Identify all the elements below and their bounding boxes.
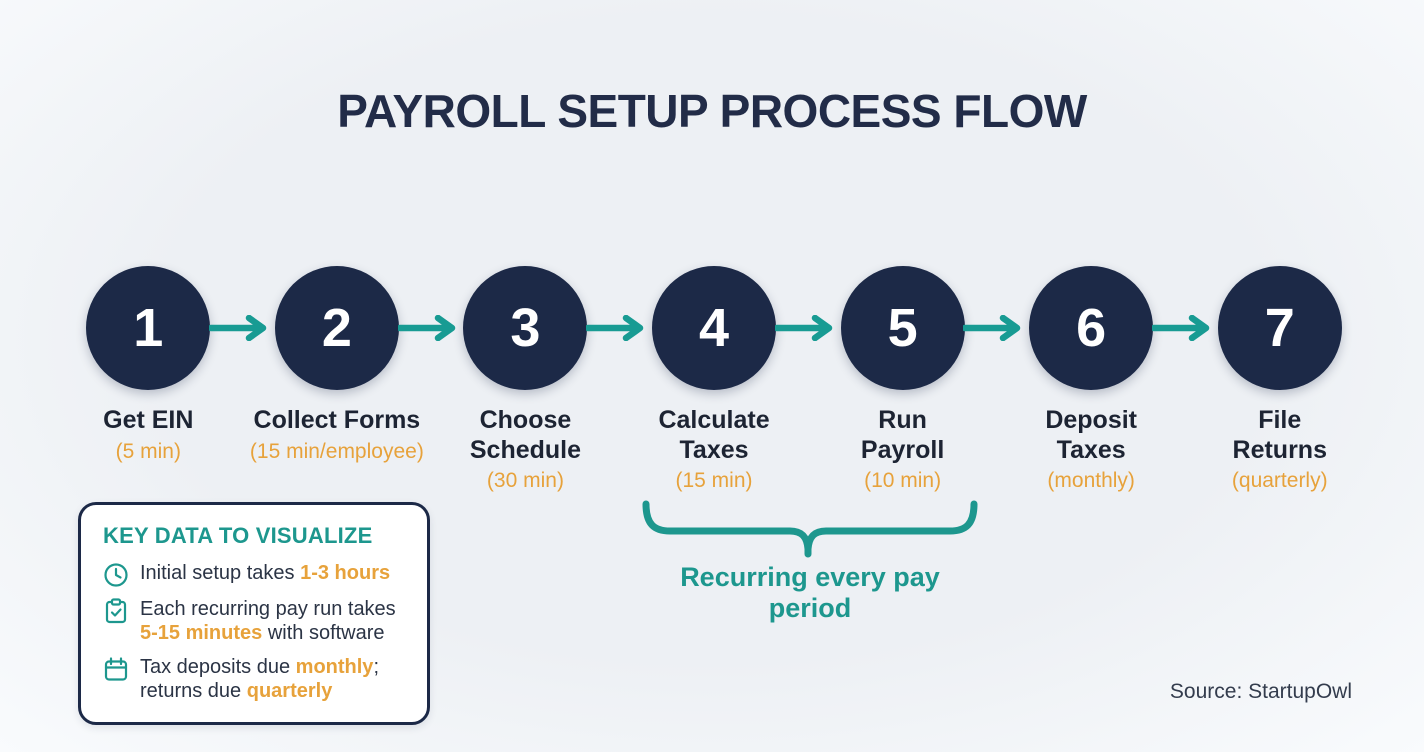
calendar-icon: [104, 657, 128, 681]
step-3: 3 Choose Schedule (30 min): [431, 266, 620, 493]
step-7: 7 File Returns (quarterly): [1185, 266, 1374, 493]
highlight-segment: quarterly: [246, 680, 333, 703]
step-4-time: (15 min): [675, 469, 753, 492]
step-5-number: 5: [887, 298, 918, 358]
step-3-label: Choose Schedule: [469, 406, 582, 464]
step-5-time: (10 min): [864, 469, 942, 492]
step-2-label: Collect Forms: [253, 406, 421, 434]
text-segment: ; returns due: [140, 655, 379, 703]
step-7-label: File Returns: [1232, 406, 1327, 464]
text-segment: Each recurring pay run takes: [140, 598, 396, 620]
step-4: 4 Calculate Taxes (15 min): [620, 266, 809, 493]
key-item-text: Initial setup takes 1-3 hours: [140, 561, 390, 585]
key-item-setup-time: Initial setup takes 1-3 hours: [103, 561, 407, 588]
step-1-time: (5 min): [115, 439, 181, 463]
step-6-label: Deposit Taxes: [1045, 406, 1138, 464]
step-7-number: 7: [1264, 298, 1295, 358]
key-item-text: Each recurring pay run takes 5-15 minute…: [140, 597, 407, 646]
step-6: 6 Deposit Taxes (monthly): [997, 266, 1186, 493]
step-2-number: 2: [321, 298, 352, 358]
step-6-circle: 6: [1029, 266, 1154, 390]
step-6-time: (monthly): [1047, 469, 1135, 492]
recurring-label: Recurring every pay period: [680, 562, 940, 623]
key-box-title: KEY DATA TO VISUALIZE: [103, 523, 373, 548]
step-4-circle: 4: [652, 266, 777, 390]
text-segment: Initial setup takes: [140, 562, 301, 584]
text-segment: with software: [262, 622, 385, 645]
step-5: 5 Run Payroll (10 min): [808, 266, 997, 493]
highlight-segment: 1-3 hours: [300, 562, 391, 584]
step-3-number: 3: [510, 298, 541, 358]
arrow-icon: [209, 315, 267, 341]
step-5-label: Run Payroll: [860, 406, 945, 464]
arrow-icon: [586, 315, 644, 341]
key-item-deposits-returns: Tax deposits due monthly; returns due qu…: [103, 655, 407, 704]
highlight-segment: 5-15 minutes: [140, 622, 263, 645]
step-1: 1 Get EIN (5 min): [54, 266, 243, 493]
step-1-number: 1: [133, 298, 164, 358]
source-attribution: Source: StartupOwl: [1169, 680, 1352, 703]
clock-icon: [104, 563, 128, 587]
step-2: 2 Collect Forms (15 min/employee): [243, 266, 432, 493]
arrow-icon: [963, 315, 1021, 341]
page-title: PAYROLL SETUP PROCESS FLOW: [337, 85, 1087, 137]
key-item-text: Tax deposits due monthly; returns due qu…: [140, 655, 407, 704]
step-4-label: Calculate Taxes: [658, 406, 770, 464]
step-7-circle: 7: [1217, 266, 1342, 390]
step-5-circle: 5: [840, 266, 965, 390]
clipboard-check-icon: [105, 598, 127, 624]
text-segment: Tax deposits due: [140, 655, 296, 678]
arrow-icon: [1152, 315, 1210, 341]
step-3-circle: 3: [463, 266, 588, 390]
brace-icon: [642, 500, 978, 558]
step-7-time: (quarterly): [1231, 469, 1328, 492]
highlight-segment: monthly: [295, 655, 374, 678]
process-steps-row: 1 Get EIN (5 min) 2 Collect Forms (15 mi…: [54, 266, 1374, 493]
step-4-number: 4: [698, 298, 730, 358]
key-item-pay-run-time: Each recurring pay run takes 5-15 minute…: [103, 597, 407, 646]
step-2-time: (15 min/employee): [249, 439, 424, 463]
arrow-icon: [775, 315, 833, 341]
key-data-box: KEY DATA TO VISUALIZE Initial setup take…: [78, 502, 430, 725]
step-1-label: Get EIN: [103, 406, 194, 434]
arrow-icon: [398, 315, 456, 341]
step-3-time: (30 min): [486, 469, 564, 492]
step-6-number: 6: [1076, 298, 1107, 358]
step-2-circle: 2: [274, 266, 399, 390]
step-1-circle: 1: [86, 266, 211, 390]
